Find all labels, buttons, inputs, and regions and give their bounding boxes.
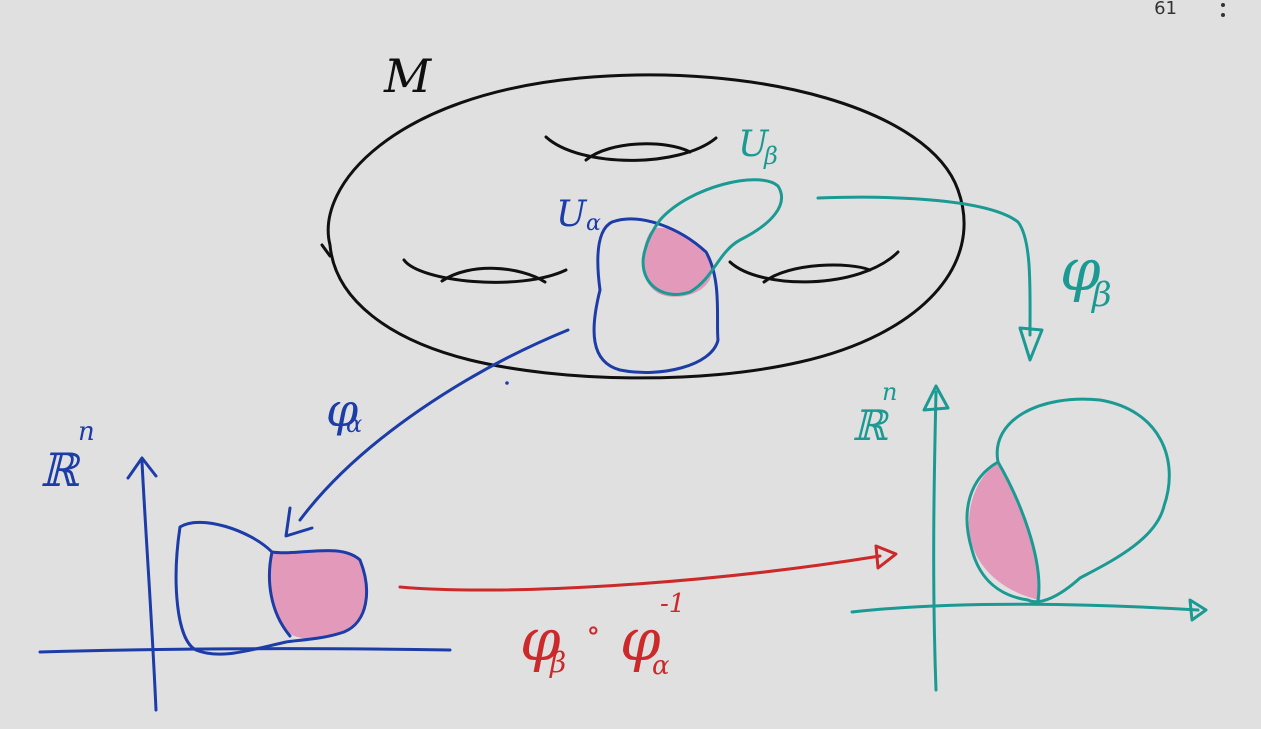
torus-hole-top bbox=[544, 135, 718, 162]
overlap-region-right bbox=[968, 462, 1041, 600]
page-number: 61 bbox=[1154, 0, 1177, 19]
transition-map-arrow bbox=[398, 544, 898, 592]
label-transition-phi-alpha: φ bbox=[620, 606, 661, 674]
label-phi-alpha-sub: α bbox=[346, 410, 362, 438]
map-phi-alpha-arrow bbox=[284, 328, 570, 538]
torus-outline bbox=[326, 73, 966, 380]
chart-u-alpha bbox=[592, 217, 720, 374]
left-x-axis bbox=[38, 647, 452, 654]
overlap-region-torus bbox=[642, 227, 712, 297]
label-rn-left: ℝ bbox=[40, 443, 81, 497]
chart-u-beta bbox=[641, 178, 784, 296]
right-euclidean-space bbox=[850, 384, 1208, 692]
label-transition-phi-beta: φ bbox=[520, 606, 561, 674]
torus-hole-right bbox=[728, 250, 900, 284]
label-phi-alpha: φ bbox=[326, 383, 359, 437]
label-u-alpha-sub: α bbox=[586, 211, 601, 236]
label-phi-beta-sub: β bbox=[1090, 275, 1112, 315]
left-euclidean-space bbox=[38, 456, 452, 712]
label-rn-right-sup: n bbox=[882, 378, 897, 406]
torus-hole-left bbox=[402, 258, 568, 284]
label-manifold: M bbox=[383, 49, 433, 103]
label-u-alpha: U bbox=[556, 194, 588, 235]
right-x-axis bbox=[850, 602, 1200, 614]
label-transition-alpha-sub: α bbox=[652, 651, 670, 681]
more-vertical-icon[interactable] bbox=[1215, 0, 1231, 22]
label-rn-right: ℝ bbox=[852, 401, 890, 450]
right-chart-image bbox=[965, 397, 1171, 604]
label-rn-left-sup: n bbox=[78, 417, 95, 447]
label-u-beta-sub: β bbox=[763, 142, 778, 170]
label-transition-beta-sub: β bbox=[549, 646, 566, 679]
label-transition-compose: ∘ bbox=[586, 613, 601, 648]
label-transition-inverse-sup: -1 bbox=[660, 589, 685, 619]
overlap-region-left bbox=[268, 550, 367, 639]
map-phi-beta-arrow bbox=[816, 195, 1044, 362]
label-phi-beta: φ bbox=[1060, 236, 1101, 304]
torus-manifold bbox=[320, 73, 966, 380]
label-u-beta: U bbox=[738, 124, 770, 165]
right-y-axis bbox=[932, 390, 938, 692]
left-y-axis bbox=[140, 460, 158, 712]
torus-nib bbox=[320, 243, 332, 258]
